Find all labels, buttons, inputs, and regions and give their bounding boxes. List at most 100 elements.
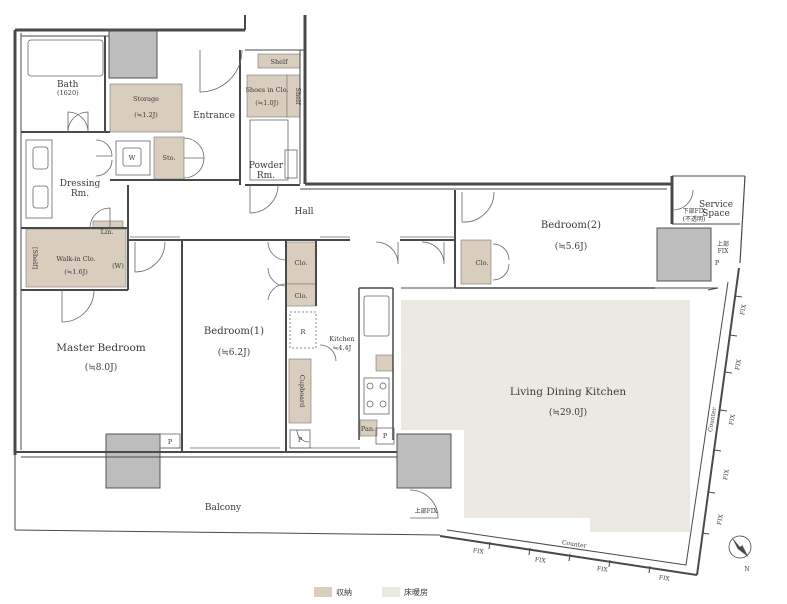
bedroom2-label: Bedroom(2) xyxy=(541,220,601,231)
bedroom1-size: (≒6.2J) xyxy=(218,347,250,358)
bath-unit-inner xyxy=(249,119,289,181)
washer-drum xyxy=(122,147,142,167)
sliding-doors xyxy=(130,236,455,449)
storage-size: (≒1.2J) xyxy=(134,111,158,119)
kitchen-size: ≒4.4J xyxy=(333,344,352,352)
dressing-room-label-1: Dressing xyxy=(60,179,101,189)
washer-label: W xyxy=(129,154,136,162)
fix-label-b4: FIX xyxy=(658,574,670,583)
linen-label: Lin. xyxy=(101,228,114,236)
refrigerator-label: R xyxy=(301,328,307,336)
fix-label-b3: FIX xyxy=(596,565,608,574)
hall-label: Hall xyxy=(295,207,314,217)
service-space-label-1: Service xyxy=(699,200,733,210)
fix-label-b1: FIX xyxy=(472,547,484,556)
sink-1 xyxy=(32,146,49,170)
p-box-3 xyxy=(375,427,395,445)
ldk-size: (≒29.0J) xyxy=(549,407,587,418)
structural-columns xyxy=(105,30,712,489)
upper-fix-1-label-2: FIX xyxy=(718,248,730,255)
fixtures xyxy=(25,39,395,449)
bath-size: (1620) xyxy=(57,89,79,97)
column-balcony-left xyxy=(105,433,161,489)
balcony-label: Balcony xyxy=(205,503,242,513)
legend-storage-label: 収納 xyxy=(336,587,352,597)
master-bedroom-label: Master Bedroom xyxy=(56,342,146,354)
closet1-label: Clo. xyxy=(295,259,308,267)
p3-label: P xyxy=(383,432,388,440)
shoes-closet-fill xyxy=(246,74,288,118)
shoes-closet-label: Shoes in Clo. xyxy=(245,86,288,94)
fix-label-b2: FIX xyxy=(534,556,546,565)
legend: 収納 床暖房 xyxy=(314,587,428,597)
legend-storage-swatch xyxy=(314,587,332,597)
walls xyxy=(13,15,746,576)
refrigerator-box xyxy=(289,311,317,349)
kitchen-label: Kitchen xyxy=(329,335,354,343)
bedroom2-size: (≒5.6J) xyxy=(555,241,587,252)
wic-w-label: (W) xyxy=(112,262,124,270)
doors xyxy=(61,49,694,519)
window-ticks xyxy=(488,295,743,574)
compass-north-label: N xyxy=(744,566,749,573)
washer-box xyxy=(115,140,151,176)
sto-label: Sto. xyxy=(163,154,176,162)
powder-room-label-2: Rm. xyxy=(257,171,275,181)
fix-label-r5: FIX xyxy=(716,513,725,526)
sink-2 xyxy=(32,185,49,209)
cooktop xyxy=(363,377,390,415)
wic-fill xyxy=(25,228,127,288)
ldk-floor-heating-area xyxy=(401,300,690,532)
legend-heating-label: 床暖房 xyxy=(404,587,428,597)
fix-label-r3: FIX xyxy=(728,413,737,426)
closet3-label: Clo. xyxy=(476,259,489,267)
shoes-closet-size: (≒1.0J) xyxy=(255,99,279,107)
entrance-label: Entrance xyxy=(193,111,235,121)
upper-fix-1-label-1: 上部 xyxy=(717,240,729,248)
toilet xyxy=(284,149,298,179)
bathtub xyxy=(27,39,104,77)
powder-room-label-1: Powder xyxy=(249,161,284,171)
shelf-top-label: Shelf xyxy=(271,58,289,66)
storage-areas xyxy=(25,53,492,437)
ldk-label: Living Dining Kitchen xyxy=(510,386,626,398)
column-balcony-right xyxy=(396,433,452,489)
lower-fix-label-2: (不透明) xyxy=(683,215,706,223)
service-space-label-2: Space xyxy=(702,209,730,219)
wic-shelf-label: [Shelf] xyxy=(31,247,39,269)
compass xyxy=(728,535,752,559)
wic-size: (≒1.6J) xyxy=(64,268,88,276)
shelf-side-label: Shelf xyxy=(294,88,302,106)
closet3-fill xyxy=(460,239,492,285)
compass-needle-icon xyxy=(731,537,749,557)
cupboard-fill xyxy=(288,358,312,424)
kitchen-shelf-fill xyxy=(375,354,394,372)
master-bedroom-size: (≒8.0J) xyxy=(85,362,117,373)
window-labels: FIX FIX FIX FIX FIX Counter FIX FIX FIX … xyxy=(472,303,748,583)
closet2-label: Clo. xyxy=(295,292,308,300)
storage-room-fill xyxy=(109,83,183,133)
column-top xyxy=(108,30,158,79)
pantry-label: Pan. xyxy=(361,425,375,433)
p2-label: P xyxy=(298,436,303,444)
lower-fix-label-1: 下部FIX xyxy=(683,207,707,215)
cupboard-label: Cupboard xyxy=(298,375,306,408)
storage-label: Storage xyxy=(133,95,159,103)
washbasin-counter xyxy=(25,139,53,219)
counter-bottom-label: Counter xyxy=(561,539,587,549)
bedroom1-label: Bedroom(1) xyxy=(204,326,264,337)
fix-label-r1: FIX xyxy=(739,303,748,316)
fix-label-r2: FIX xyxy=(734,358,743,371)
bath-label: Bath xyxy=(57,80,79,90)
dressing-room-label-2: Rm. xyxy=(71,189,89,199)
fix-label-r4: FIX xyxy=(722,468,731,481)
upper-fix-2-label: 上部FIX xyxy=(415,507,439,515)
counter-right-label: Counter xyxy=(707,407,718,433)
legend-heating-swatch xyxy=(382,587,400,597)
wic-label: Walk-in Clo. xyxy=(56,255,95,263)
column-service xyxy=(656,227,712,282)
p4-label: P xyxy=(715,259,720,267)
p1-label: P xyxy=(168,438,173,446)
kitchen-sink-counter xyxy=(363,295,390,337)
